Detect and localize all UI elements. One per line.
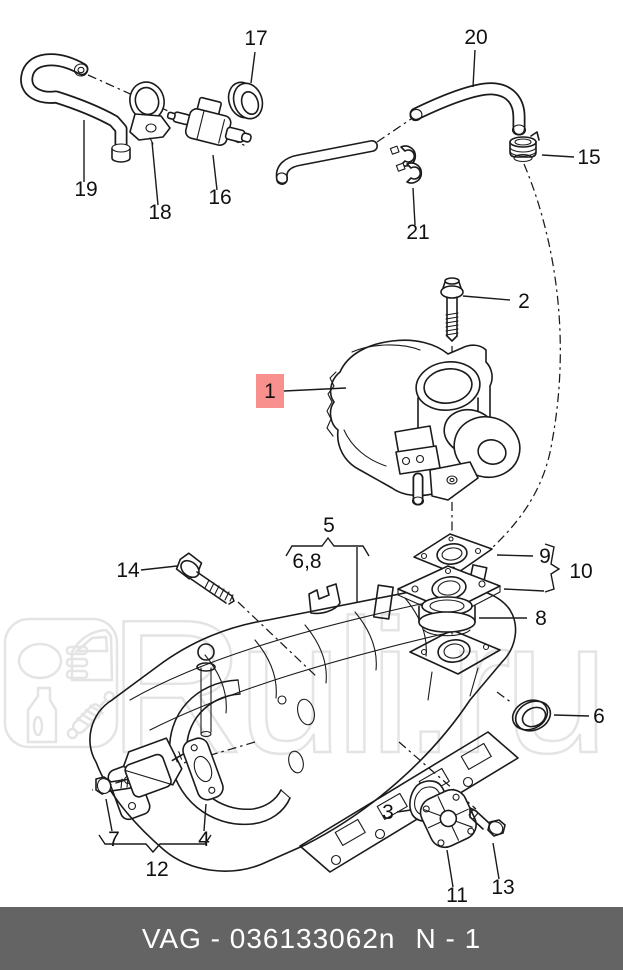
callout-13: 13	[491, 876, 514, 899]
leader-line	[105, 798, 113, 832]
watermark-panel	[3, 617, 119, 749]
leader-line	[396, 809, 412, 813]
headlight-icon	[17, 642, 89, 680]
watermark-text: Ruli.ru	[108, 581, 601, 793]
part-1-throttle-body	[326, 339, 521, 506]
part-4-gasket	[182, 737, 224, 801]
part-16-valve	[166, 96, 252, 146]
assembly-axis	[376, 118, 412, 143]
part-20-hose	[275, 82, 527, 185]
leader-line	[250, 51, 256, 84]
part-14-bolt	[175, 552, 235, 605]
part-2-bolt	[440, 277, 464, 342]
part-21-clips	[389, 145, 423, 184]
leader-line	[446, 849, 454, 888]
callout-14: 14	[116, 559, 140, 582]
leader-line	[212, 154, 218, 191]
group-bracket-5	[285, 536, 370, 557]
callout-5-sub: 6,8	[292, 550, 321, 573]
callout-16: 16	[208, 186, 231, 209]
callout-19: 19	[74, 178, 97, 201]
assembly-axis	[237, 601, 319, 679]
part-6-seal	[511, 699, 552, 732]
callout-2: 2	[518, 290, 530, 313]
leader-line	[462, 295, 511, 301]
footer-bar: VAG - 036133062n N - 1	[0, 907, 623, 970]
callout-17: 17	[244, 27, 267, 50]
group-bracket-10	[544, 543, 561, 593]
callout-18: 18	[148, 201, 171, 224]
leader-line	[496, 554, 534, 557]
callout-8: 8	[535, 607, 547, 630]
leader-line	[203, 803, 207, 832]
callout-12: 12	[145, 858, 168, 881]
part-13-bolt	[468, 807, 506, 837]
part-15-fitting	[509, 131, 540, 163]
callout-10: 10	[569, 560, 592, 583]
car-door-icon	[70, 628, 114, 682]
assembly-axis	[496, 691, 513, 704]
callout-20: 20	[464, 26, 487, 49]
callout-1: 1	[264, 380, 276, 403]
part-18-clamp	[129, 81, 171, 145]
exploded-parts-diagram: Ruli.ru	[3, 26, 610, 907]
leader-line	[553, 714, 590, 717]
footer-part-code: VAG - 036133062n	[141, 922, 396, 954]
callout-7: 7	[108, 828, 120, 851]
leader-line	[541, 154, 575, 158]
highlight-box-part-1	[256, 374, 284, 408]
oil-canister-icon	[26, 686, 58, 744]
callout-4: 4	[198, 828, 210, 851]
leader-line	[503, 588, 545, 592]
callout-21: 21	[406, 221, 429, 244]
footer-page-ref: N - 1	[415, 922, 482, 954]
leader-line	[412, 187, 416, 226]
leader-line	[472, 49, 476, 88]
leader-line	[283, 387, 347, 392]
part-19-hose	[20, 53, 131, 163]
callout-3: 3	[382, 801, 394, 824]
part-8-spacer	[418, 596, 476, 637]
part-5-intake-manifold	[89, 564, 519, 873]
group-bracket-12	[98, 834, 212, 854]
callout-11: 11	[446, 884, 468, 907]
part-17-seal	[227, 81, 264, 120]
callouts: 1 17 19 18 16 20 21 15 2 14 5 6,8 9 10 8	[74, 26, 605, 907]
callout-6: 6	[593, 705, 605, 728]
callout-5: 5	[323, 514, 335, 537]
callout-15: 15	[577, 146, 600, 169]
leader-line	[140, 565, 178, 571]
leader-line	[151, 141, 159, 206]
leader-line	[492, 842, 500, 880]
assembly-axis	[491, 163, 561, 549]
callout-9: 9	[539, 545, 551, 568]
